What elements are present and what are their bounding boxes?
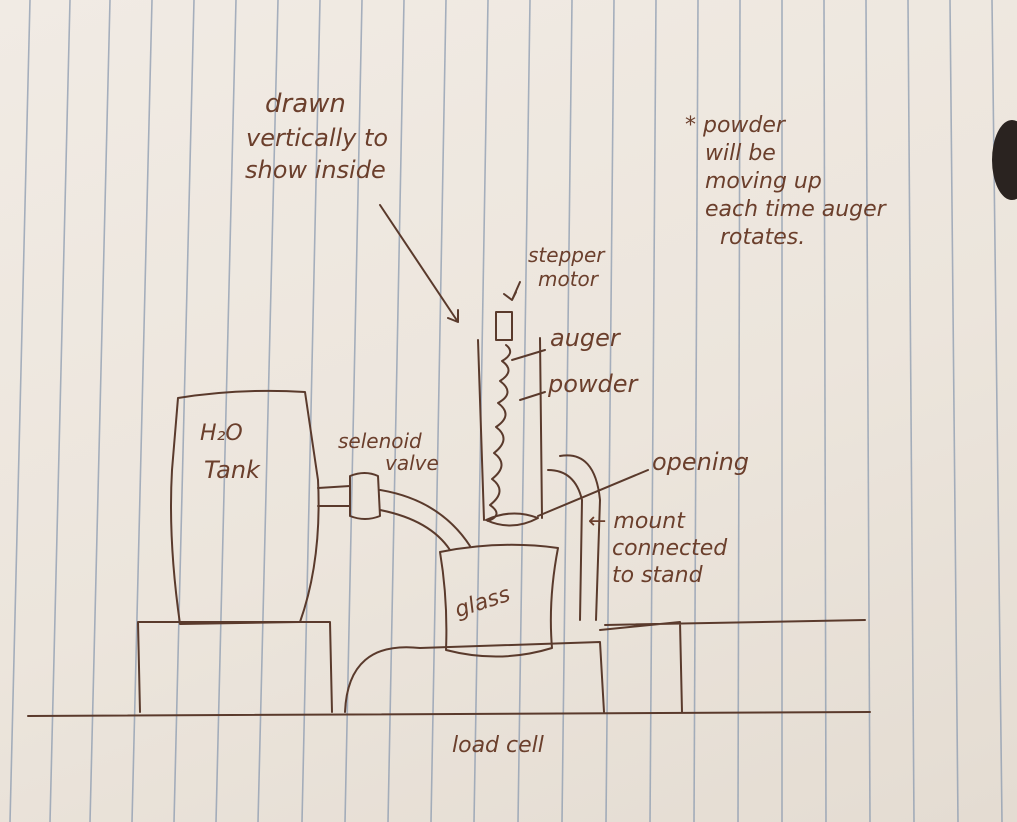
label-load-cell: load cell bbox=[452, 733, 544, 758]
left-platform bbox=[138, 622, 332, 712]
label-opening: opening bbox=[652, 448, 749, 476]
ground-line bbox=[28, 712, 870, 716]
note-drawn-line2: vertically to bbox=[246, 124, 388, 152]
opening bbox=[486, 513, 538, 525]
shadow-blob bbox=[992, 120, 1017, 200]
auger-spiral bbox=[488, 345, 510, 521]
note-powder-line5: rotates. bbox=[720, 225, 805, 250]
label-stepper-2: motor bbox=[538, 267, 600, 291]
note-powder-line1: * powder bbox=[685, 113, 787, 138]
solenoid-valve bbox=[350, 473, 380, 519]
water-tank bbox=[171, 391, 319, 624]
stepper-arrow bbox=[504, 282, 520, 300]
label-glass: glass bbox=[452, 582, 513, 623]
label-mount-2: connected bbox=[612, 536, 728, 561]
label-solenoid-2: valve bbox=[385, 451, 439, 475]
note-drawn-line1: drawn bbox=[265, 89, 346, 119]
label-mount-3: to stand bbox=[612, 563, 704, 588]
middle-platform bbox=[345, 642, 604, 712]
label-auger: auger bbox=[550, 324, 622, 352]
auger-tube bbox=[478, 338, 542, 520]
label-h2o: H₂O bbox=[200, 421, 243, 446]
label-tank: Tank bbox=[204, 456, 261, 484]
note-drawn-line3: show inside bbox=[245, 156, 386, 184]
label-stepper-1: stepper bbox=[528, 243, 606, 267]
pipe bbox=[318, 486, 350, 506]
drawn-arrow bbox=[380, 205, 458, 322]
note-powder-line4: each time auger bbox=[705, 197, 888, 222]
label-powder: powder bbox=[547, 370, 640, 398]
ruled-lines bbox=[10, 0, 1002, 822]
note-powder-line2: will be bbox=[705, 141, 776, 166]
label-solenoid-1: selenoid bbox=[338, 429, 422, 453]
label-mount-1: ← mount bbox=[588, 509, 686, 534]
mount bbox=[548, 455, 600, 620]
stepper-motor bbox=[496, 312, 512, 340]
note-powder-line3: moving up bbox=[705, 169, 822, 194]
